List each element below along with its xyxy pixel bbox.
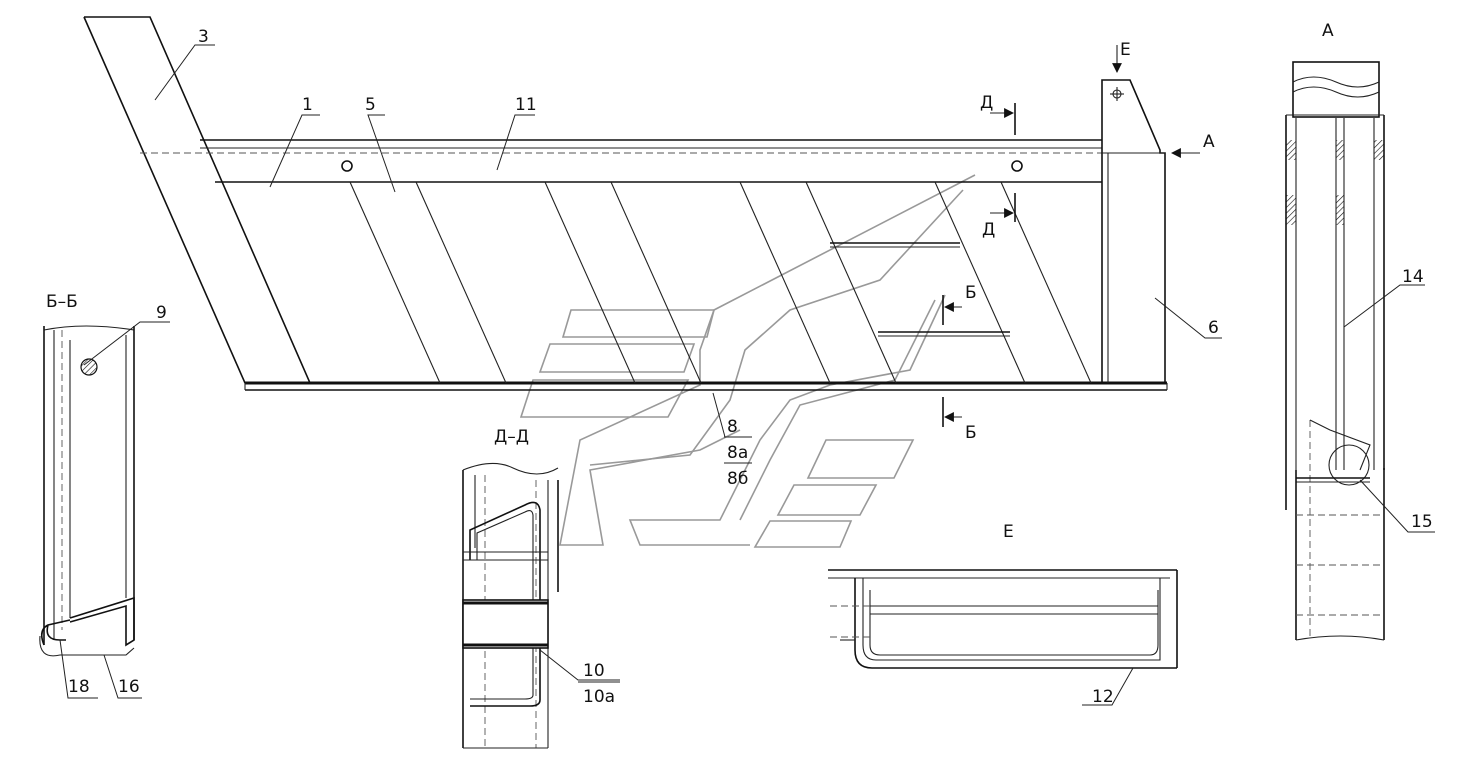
label-10a: 10а [583, 687, 615, 707]
marker-b-top: Б [965, 283, 977, 303]
marker-e: Е [1120, 40, 1131, 60]
watermark-logo [519, 174, 976, 548]
section-bb-title: Б–Б [46, 292, 78, 312]
label-5: 5 [365, 95, 376, 115]
label-6: 6 [1208, 318, 1219, 338]
section-dd-view: Д–Д 10 10а [462, 427, 620, 749]
label-8a: 8а [727, 443, 748, 463]
main-side-view [83, 16, 1168, 391]
main-leaders: 3 1 5 11 6 8 8а 8б [154, 27, 1222, 489]
label-8: 8 [727, 417, 738, 437]
section-markers: Д Д Б Б Е А [942, 40, 1215, 443]
label-1: 1 [302, 95, 313, 115]
label-3: 3 [198, 27, 209, 47]
marker-d-top: Д [980, 93, 993, 113]
view-a-title: А [1322, 21, 1334, 41]
label-15: 15 [1411, 512, 1433, 532]
diagonal-slats [349, 181, 1092, 384]
label-10: 10 [583, 661, 605, 681]
marker-d-bottom: Д [982, 220, 995, 240]
view-e-title: Е [1003, 522, 1014, 542]
label-12: 12 [1092, 687, 1114, 707]
marker-a: А [1203, 132, 1215, 152]
section-bb-view: Б–Б 9 18 16 [39, 292, 170, 699]
marker-b-bottom: Б [965, 423, 977, 443]
view-a: А 14 15 [1285, 21, 1435, 641]
label-18: 18 [68, 677, 90, 697]
label-14: 14 [1402, 267, 1424, 287]
label-16: 16 [118, 677, 140, 697]
label-9: 9 [156, 303, 167, 323]
label-8b: 8б [727, 469, 748, 489]
view-e: Е 12 [828, 522, 1178, 707]
section-dd-title: Д–Д [494, 427, 529, 447]
label-11: 11 [515, 95, 537, 115]
